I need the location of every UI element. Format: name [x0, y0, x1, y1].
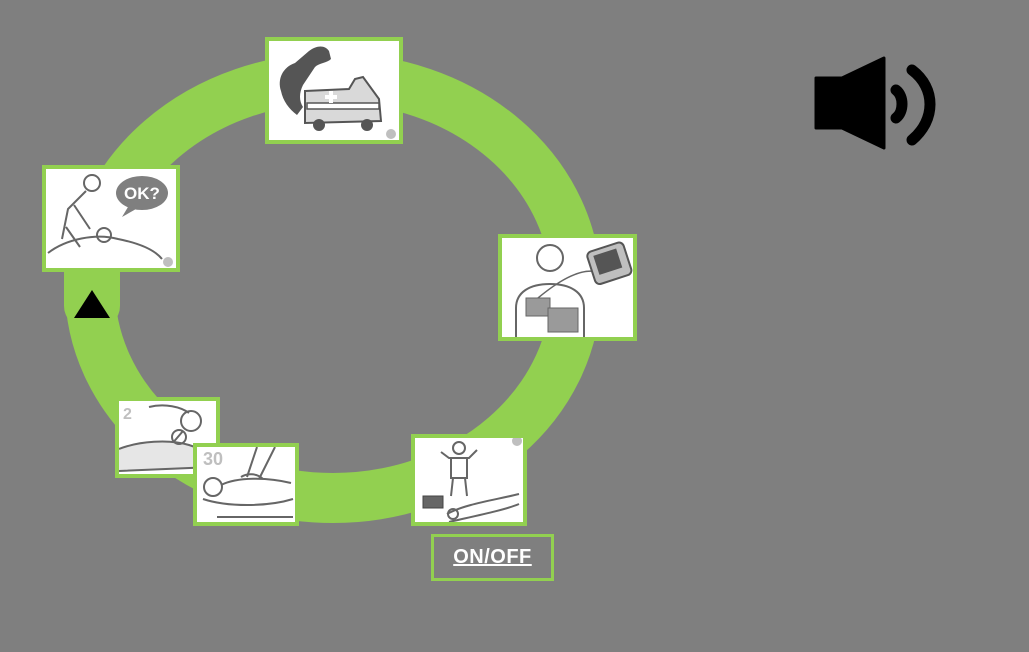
svg-text:OK?: OK?: [124, 184, 160, 203]
aed-pads-icon: [515, 241, 633, 337]
on-off-label: ON/OFF: [453, 546, 532, 568]
step-chest-compressions[interactable]: 30: [193, 443, 299, 526]
rescue-breaths-icon: 2: [119, 404, 215, 472]
step-attach-aed[interactable]: [498, 234, 637, 341]
check-responsiveness-icon: OK?: [47, 174, 173, 267]
on-off-button[interactable]: ON/OFF: [431, 534, 554, 581]
chest-compressions-icon: 30: [202, 447, 294, 518]
svg-text:2: 2: [123, 406, 132, 423]
triangle-up-icon: [74, 290, 110, 318]
stand-clear-icon: [422, 438, 522, 522]
start-marker[interactable]: [64, 268, 120, 328]
step-check-responsiveness[interactable]: OK?: [42, 165, 180, 272]
step-stand-clear[interactable]: [411, 434, 527, 526]
svg-text:30: 30: [203, 449, 223, 469]
phone-ambulance-icon: [279, 46, 396, 139]
speaker-volume-icon[interactable]: [812, 56, 944, 152]
step-rescue-breaths[interactable]: 2: [115, 397, 220, 478]
step-call-emergency[interactable]: [265, 37, 403, 144]
